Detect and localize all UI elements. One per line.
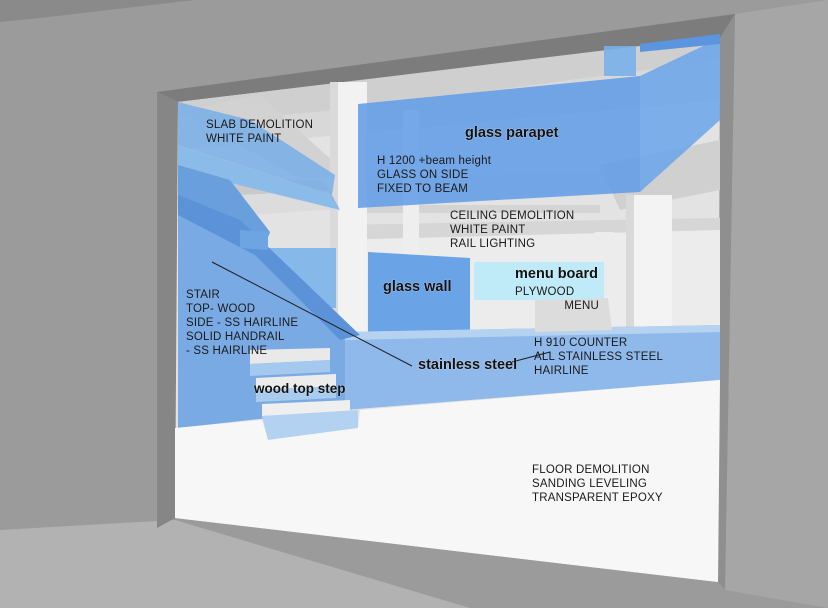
stair-note: STAIR TOP- WOOD SIDE - SS HAIRLINE SOLID… — [186, 288, 298, 358]
counter-note-line-2: ALL STAINLESS STEEL — [534, 351, 664, 363]
parapet-spec-line-3: FIXED TO BEAM — [377, 183, 469, 195]
stair-note-line-5: - SS HAIRLINE — [186, 345, 268, 357]
stair-note-line-4: SOLID HANDRAIL — [186, 331, 285, 343]
glass-parapet — [358, 34, 720, 208]
floor-note: FLOOR DEMOLITION SANDING LEVELING TRANSP… — [532, 463, 663, 505]
stair-leader-line — [211, 261, 413, 367]
stair-note-line-1: STAIR — [186, 289, 221, 301]
staircase — [178, 195, 360, 440]
stainless-steel-label: stainless steel — [418, 357, 518, 373]
slab-note-line-2: WHITE PAINT — [206, 133, 282, 145]
wood-top-step-label: wood top step — [254, 381, 346, 396]
glass-wall-label: glass wall — [383, 279, 452, 295]
counter-note-line-3: HAIRLINE — [534, 365, 589, 377]
menu-board — [474, 262, 604, 300]
leader-lines — [211, 261, 551, 367]
counter-note: H 910 COUNTER ALL STAINLESS STEEL HAIRLI… — [534, 336, 663, 378]
menu-spec-line-2: MENU — [564, 300, 599, 312]
ceiling-note: CEILING DEMOLITION WHITE PAINT RAIL LIGH… — [450, 209, 574, 251]
menu-board-label: menu board — [515, 266, 598, 282]
glass-parapet-label: glass parapet — [465, 125, 559, 141]
stair-note-line-3: SIDE - SS HAIRLINE — [186, 317, 299, 329]
stair-note-line-2: TOP- WOOD — [186, 303, 256, 315]
slab-note-line-1: SLAB DEMOLITION — [206, 119, 314, 131]
opening-reveal — [157, 14, 735, 590]
floor-note-line-3: TRANSPARENT EPOXY — [532, 492, 663, 504]
floor-note-line-1: FLOOR DEMOLITION — [532, 464, 650, 476]
parapet-spec-line-2: GLASS ON SIDE — [377, 169, 469, 181]
ceiling-note-line-2: WHITE PAINT — [450, 224, 526, 236]
counter-leader-line — [511, 351, 551, 363]
stainless-counter — [340, 298, 720, 410]
slab-note: SLAB DEMOLITION WHITE PAINT — [206, 118, 313, 146]
floor — [175, 380, 720, 582]
menu-spec-note: PLYWOOD MENU — [515, 285, 599, 313]
counter-note-line-1: H 910 COUNTER — [534, 337, 628, 349]
menu-spec-line-1: PLYWOOD — [515, 286, 575, 298]
ceiling-note-line-3: RAIL LIGHTING — [450, 238, 536, 250]
floor-note-line-2: SANDING LEVELING — [532, 478, 648, 490]
left-glass-balustrade — [178, 102, 340, 245]
parapet-spec-note: H 1200 +beam height GLASS ON SIDE FIXED … — [377, 154, 491, 196]
ceiling-note-line-1: CEILING DEMOLITION — [450, 210, 575, 222]
parapet-spec-line-1: H 1200 +beam height — [377, 155, 492, 167]
